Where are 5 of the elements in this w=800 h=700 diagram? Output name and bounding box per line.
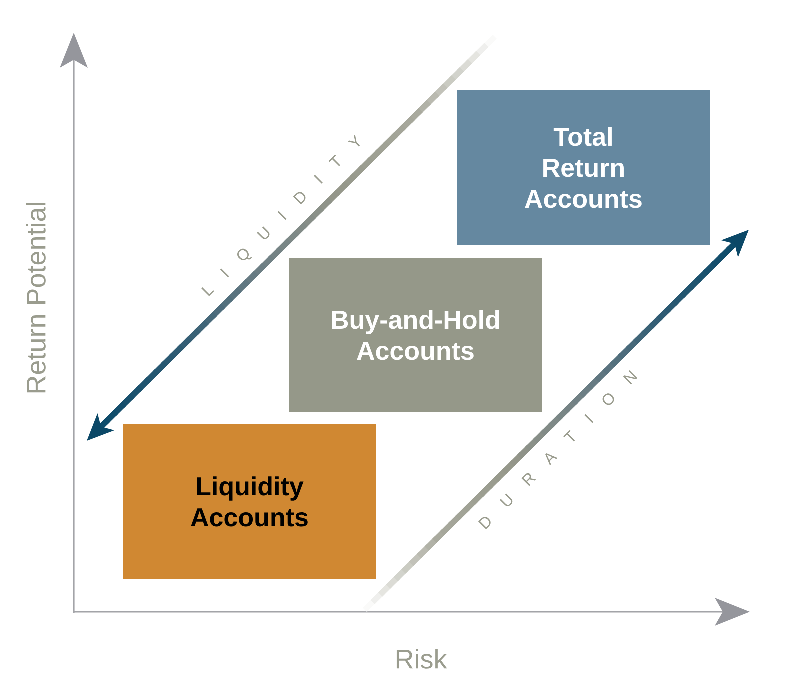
axis-label: Risk (396, 649, 448, 669)
account-box: Buy-and-Hold Accounts (289, 258, 542, 412)
account-box: Liquidity Accounts (123, 424, 376, 580)
axis-label: Return Potential (26, 203, 46, 393)
account-box: Total Return Accounts (457, 90, 710, 246)
